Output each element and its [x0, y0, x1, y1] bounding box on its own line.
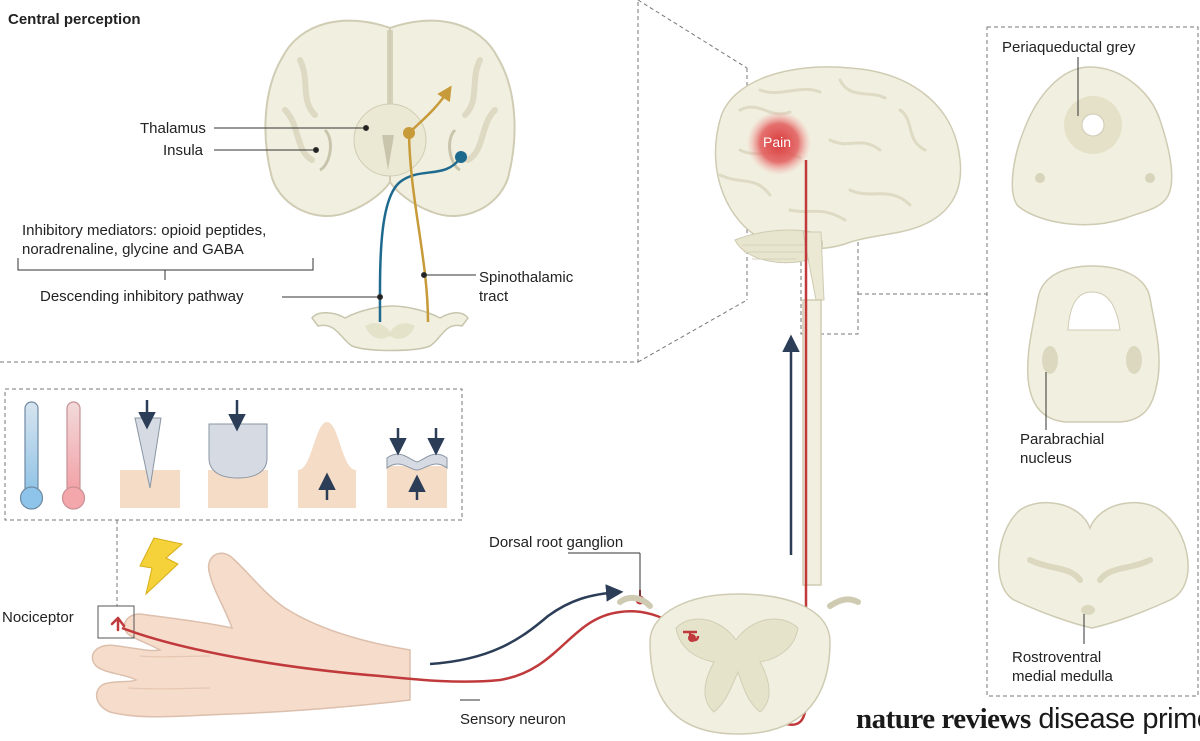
spinothalamic-tract-label: Spinothalamic tract — [479, 269, 574, 305]
thalamocortical-arrow — [408, 85, 452, 134]
descending-pathway-origin-dot — [455, 151, 467, 163]
spinal-cord-column — [802, 299, 822, 586]
spinal-cord-section — [617, 593, 861, 735]
cold-thermometer-icon — [19, 401, 44, 510]
whole-brain — [714, 66, 962, 301]
pain-glow — [747, 111, 811, 175]
inhibitory-mediators-label: Inhibitory mediators: opioid peptides, n… — [22, 222, 267, 258]
signal-transmission-arrow — [429, 584, 624, 666]
nociceptor-label: Nociceptor — [2, 609, 74, 626]
dorsal-root-ganglion-label: Dorsal root ganglion — [489, 534, 624, 551]
pain-label: Pain — [763, 134, 792, 150]
compression-icon — [386, 428, 448, 508]
tissue-stretch-icon — [298, 422, 356, 508]
brand-part-1: nature reviews — [856, 703, 1031, 735]
brand-part-2: disease primers — [1038, 703, 1200, 735]
brainstem-panel-border — [986, 26, 1199, 697]
spinal-section-top — [311, 305, 469, 352]
parabrachial-section — [1026, 265, 1160, 430]
hand — [91, 552, 411, 718]
hot-thermometer-icon — [61, 401, 86, 510]
periaqueductal-grey-label: Periaqueductal grey — [1002, 39, 1136, 56]
sharp-needle-icon — [120, 400, 180, 508]
thalamus-label: Thalamus — [140, 120, 206, 137]
nociceptor-marker-box — [97, 605, 135, 639]
insula-label: Insula — [163, 142, 204, 159]
sensory-neuron-label: Sensory neuron — [460, 711, 566, 728]
periaqueductal-section — [1011, 57, 1173, 226]
rostroventral-medulla-label: Rostroventral medial medulla — [1012, 649, 1113, 685]
descending-inhibitory-path — [378, 156, 463, 323]
top-panel-leaders — [17, 125, 476, 300]
parabrachial-nucleus-label: Parabrachial nucleus — [1020, 431, 1105, 467]
second-order-neuron — [688, 634, 696, 642]
nature-reviews-logo: nature reviews disease primers — [856, 703, 1200, 735]
lightning-bolt-icon — [139, 537, 184, 596]
spinothalamic-tract-path — [407, 132, 430, 323]
central-perception-title: Central perception — [8, 11, 141, 28]
blunt-pressure-icon — [208, 400, 268, 508]
bottom-leaders — [460, 552, 641, 701]
descending-pathway-label: Descending inhibitory pathway — [40, 288, 244, 305]
nociceptor-ending — [110, 616, 126, 632]
coronal-brain-section — [264, 19, 516, 217]
rostroventral-section — [997, 502, 1189, 644]
